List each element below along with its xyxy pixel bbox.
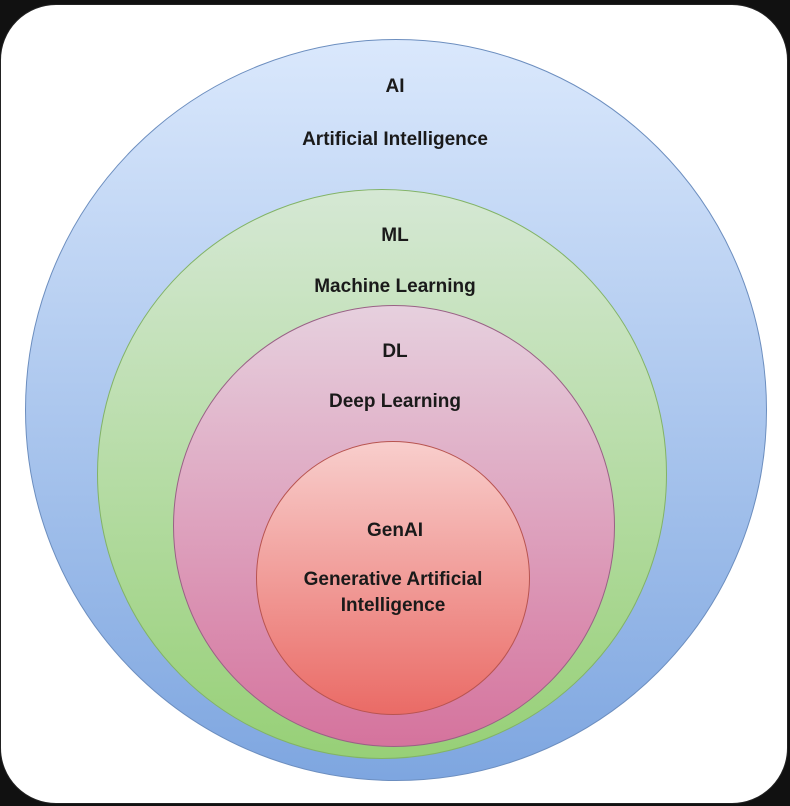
dl-full-label: Deep Learning	[329, 391, 461, 412]
diagram-frame: AI Artificial Intelligence ML Machine Le…	[0, 4, 788, 804]
genai-circle	[256, 441, 530, 715]
dl-abbr-label: DL	[382, 341, 408, 362]
genai-abbr-label: GenAI	[367, 520, 423, 541]
ml-abbr-label: ML	[381, 225, 409, 246]
ml-full-label: Machine Learning	[314, 276, 476, 297]
ai-full-label: Artificial Intelligence	[302, 129, 488, 150]
genai-full-label: Generative Artificial Intelligence	[303, 569, 483, 616]
ai-abbr-label: AI	[385, 76, 405, 97]
